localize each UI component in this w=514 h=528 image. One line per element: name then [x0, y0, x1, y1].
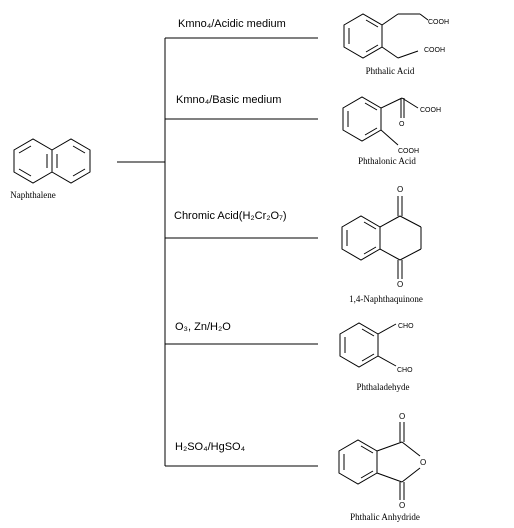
reagent-label-1: Kmno₄/Acidic medium: [178, 18, 286, 30]
group-label-2a: COOH: [420, 107, 441, 114]
reagent-label-5: H₂SO₄/HgSO₄: [175, 441, 246, 453]
reagent-label-3: Chromic Acid(H₂Cr₂O₇): [174, 210, 287, 222]
product-name-4: Phthaladehyde: [357, 382, 410, 392]
group-label-4a: CHO: [398, 323, 414, 330]
phthalic-acid-structure: [343, 13, 429, 59]
product-name-1: Phthalic Acid: [366, 66, 415, 76]
group-label-2b: O: [399, 121, 405, 128]
group-label-4b: CHO: [397, 367, 413, 374]
branch-connector: [117, 37, 318, 467]
product-name-5: Phthalic Anhydride: [350, 512, 420, 522]
phthalonic-acid-structure: [342, 96, 419, 146]
phthalaldehyde-structure: [339, 322, 397, 368]
phthalic-anhydride-structure: [338, 422, 421, 500]
naphthalene-structure: [13, 138, 91, 184]
group-label-5c: O: [399, 501, 405, 510]
group-label-3a: O: [397, 185, 403, 194]
group-label-2c: COOH: [398, 148, 419, 155]
product-name-2: Phthalonic Acid: [358, 156, 416, 166]
group-label-5a: O: [399, 412, 405, 421]
group-label-5b: O: [420, 458, 426, 467]
group-label-1a: COOH: [428, 19, 449, 26]
reagent-label-4: O₃, Zn/H₂O: [175, 321, 231, 333]
reagent-label-2: Kmno₄/Basic medium: [176, 94, 281, 106]
product-name-3: 1,4-Naphthaquinone: [349, 294, 423, 304]
group-label-1b: COOH: [424, 47, 445, 54]
start-compound-name: Naphthalene: [10, 190, 55, 200]
naphthaquinone-structure: [341, 196, 422, 279]
group-label-3b: O: [397, 280, 403, 289]
